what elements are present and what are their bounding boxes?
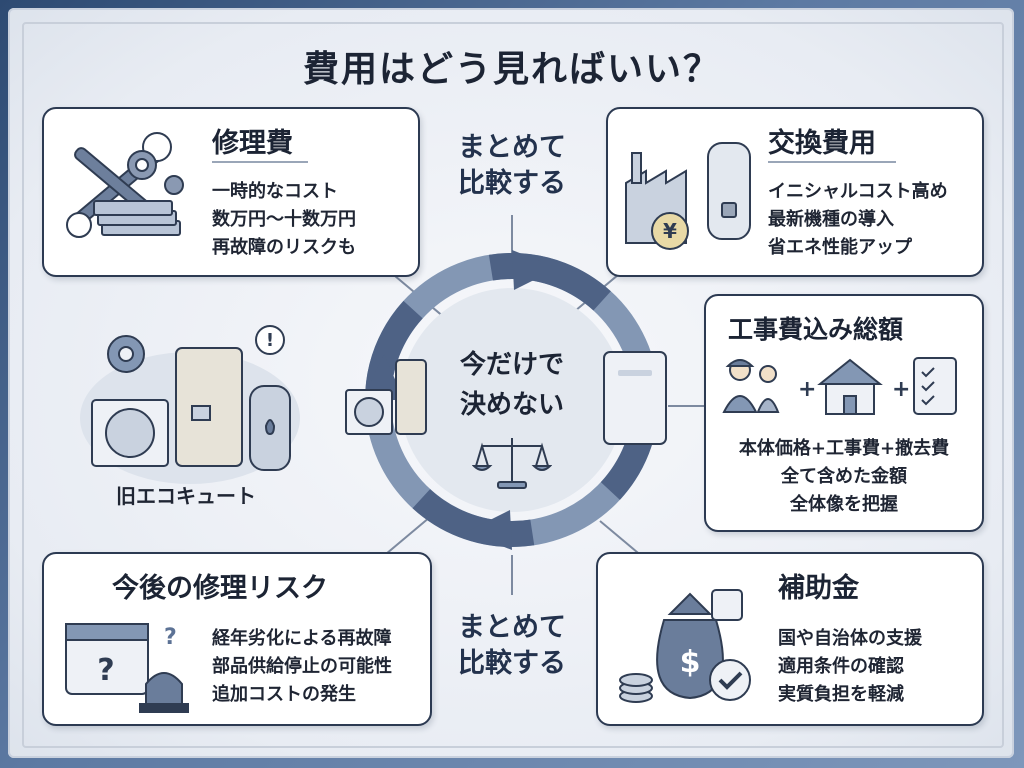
svg-text:+: +	[892, 377, 910, 402]
card-future-repair-risk: 今後の修理リスク ? ? 経年劣化による再故障 部品供給停止の可能性 追加コスト…	[42, 552, 432, 726]
card-subsidy-line: 適用条件の確認	[778, 656, 904, 677]
card-total-title: 工事費込み総額	[728, 315, 904, 344]
workers-house-checklist-icon: + +	[722, 357, 957, 415]
card-replace-title: 交換費用	[768, 128, 876, 159]
center-text-line1: 今だけで	[459, 350, 564, 380]
card-risk-line: 部品供給停止の可能性	[212, 656, 392, 677]
old-unit-label: 旧エコキュート	[116, 484, 256, 508]
card-repair-cost: 修理費 一時的なコスト 数万円〜十数万円 再故障のリスクも	[42, 107, 420, 277]
svg-text:$: $	[680, 645, 701, 680]
connector-top	[511, 215, 513, 255]
card-total-line: 本体価格+工事費+撤去費	[738, 438, 950, 459]
svg-text:?: ?	[97, 653, 114, 688]
card-replace-line: 最新機種の導入	[768, 209, 894, 230]
card-repair-line: 数万円〜十数万円	[212, 209, 356, 230]
old-ecocute-unit-icon: !	[80, 325, 300, 484]
card-replacement-cost: ¥ 交換費用 イニシャルコスト高め 最新機種の導入 省エネ性能アップ	[606, 107, 984, 277]
svg-text:¥: ¥	[663, 219, 677, 243]
compare-label-bottom-line1: まとめて	[458, 612, 566, 643]
card-total-line: 全体像を把握	[790, 494, 898, 515]
factory-water-heater-yen-icon: ¥	[625, 142, 751, 250]
card-risk-title: 今後の修理リスク	[112, 573, 328, 604]
calendar-siren-icon: ? ?	[65, 623, 189, 713]
svg-text:?: ?	[164, 625, 177, 650]
compare-label-bottom-line2: 比較する	[458, 648, 566, 680]
compare-label-bottom: まとめて 比較する	[434, 610, 590, 683]
svg-text:!: !	[266, 330, 274, 351]
connector-total	[668, 405, 706, 407]
card-repair-title: 修理費	[212, 128, 293, 159]
wrench-gear-money-icon	[66, 132, 184, 238]
card-subsidy: 補助金 $ 国や自治体の支援 適用条件の確認 実質負担を軽減	[596, 552, 984, 726]
card-subsidy-line: 実質負担を軽減	[778, 684, 904, 705]
card-replace-line: イニシャルコスト高め	[768, 181, 948, 202]
new-water-heater-icon	[603, 351, 667, 445]
page-title: 費用はどう見ればいい？	[302, 49, 721, 90]
svg-text:+: +	[798, 377, 816, 402]
scale-icon	[472, 438, 552, 489]
compare-label-top-line1: まとめて	[458, 132, 566, 163]
connector-bottom	[511, 555, 513, 595]
card-risk-line: 追加コストの発生	[212, 684, 356, 705]
card-repair-underline	[212, 161, 308, 163]
card-replace-line: 省エネ性能アップ	[768, 237, 912, 258]
card-repair-line: 再故障のリスクも	[212, 237, 356, 258]
card-total-cost: 工事費込み総額 + + 本体価格+工事費+撤去費 全て含めた金額 全体像を把握	[704, 294, 984, 532]
card-repair-line: 一時的なコスト	[212, 181, 338, 202]
compare-label-top: まとめて 比較する	[434, 130, 590, 203]
card-total-line: 全て含めた金額	[781, 466, 907, 487]
center-ecocute-icon	[345, 359, 427, 435]
compare-label-top-line2: 比較する	[458, 168, 566, 200]
card-subsidy-line: 国や自治体の支援	[778, 628, 922, 649]
card-replace-underline	[768, 161, 896, 163]
center-text-line2: 決めない	[459, 390, 564, 420]
card-risk-line: 経年劣化による再故障	[212, 628, 392, 649]
card-subsidy-title: 補助金	[778, 573, 859, 604]
money-bag-coins-check-icon: $	[619, 589, 751, 703]
